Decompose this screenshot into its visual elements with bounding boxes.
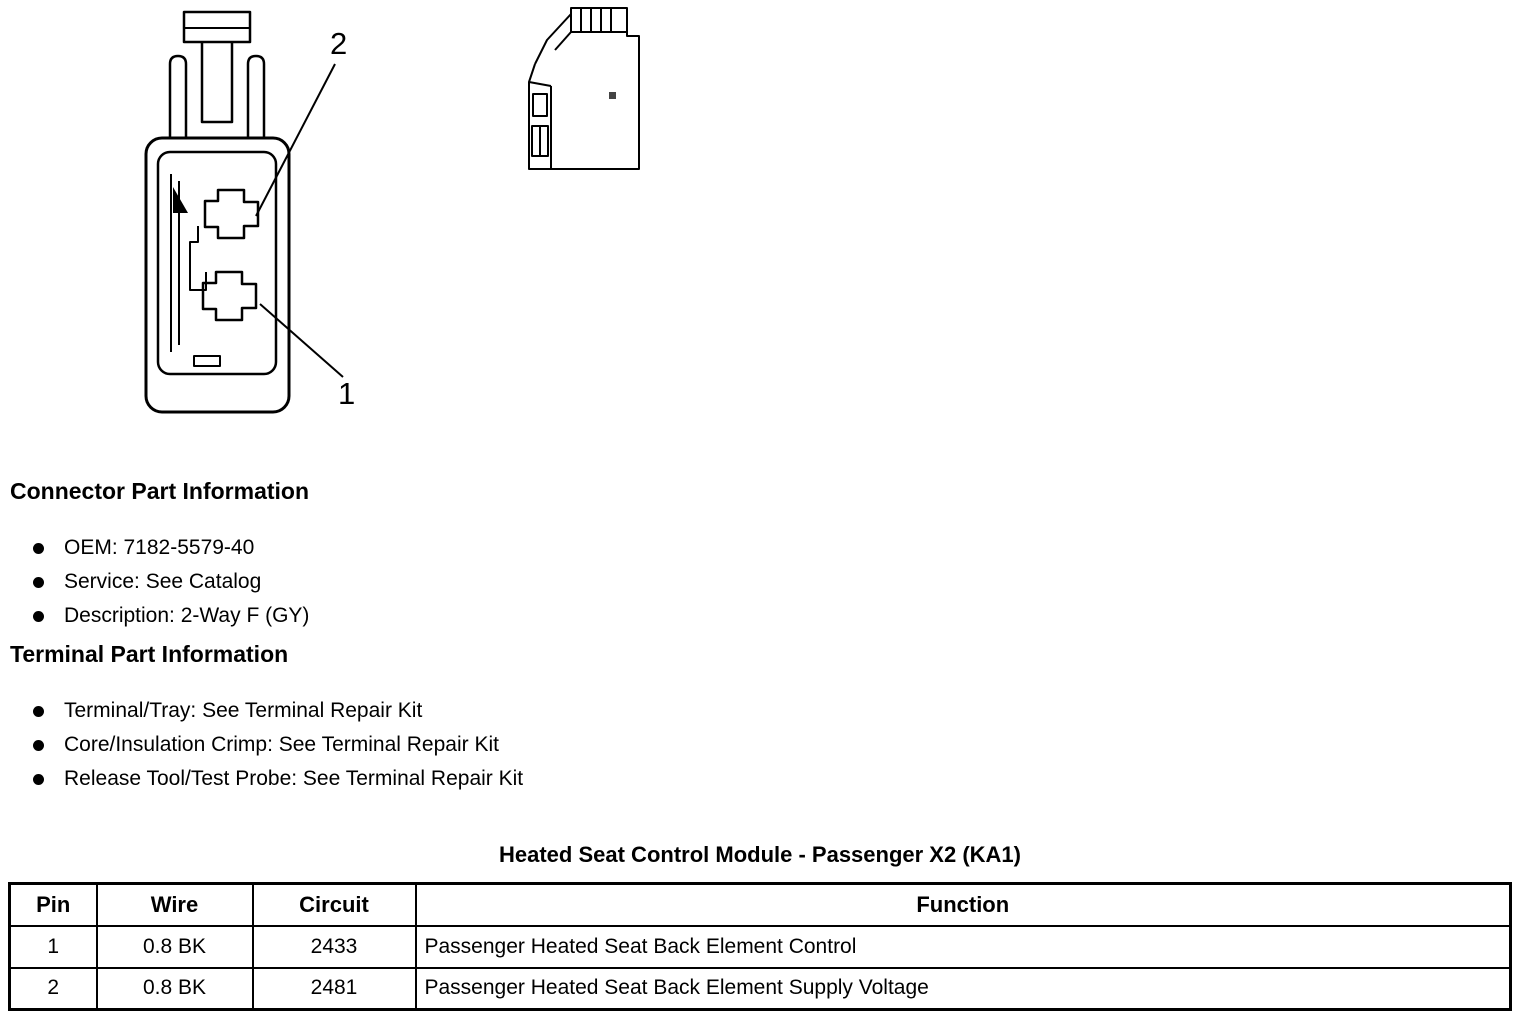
connector-diagram-svg: 2 1 xyxy=(144,7,640,414)
callout-2-label: 2 xyxy=(330,26,347,61)
list-item-service: Service: See Catalog xyxy=(0,565,1520,599)
pinout-table: Pin Wire Circuit Function 1 0.8 BK 2433 … xyxy=(8,882,1512,1011)
list-item-oem: OEM: 7182-5579-40 xyxy=(0,531,1520,565)
leader-line-callout-1 xyxy=(259,303,344,378)
connector-front-view-drawing xyxy=(144,10,291,414)
connector-side-view-drawing xyxy=(528,7,640,170)
table-header-row: Pin Wire Circuit Function xyxy=(8,882,1512,927)
cell-circuit: 2481 xyxy=(251,966,417,1011)
list-item-description: Description: 2-Way F (GY) xyxy=(0,599,1520,633)
callout-leader-lines xyxy=(255,63,344,378)
table-row: 1 0.8 BK 2433 Passenger Heated Seat Back… xyxy=(8,924,1512,969)
cell-circuit: 2433 xyxy=(251,924,417,969)
list-item-terminal-tray: Terminal/Tray: See Terminal Repair Kit xyxy=(0,694,1520,728)
terminal-part-info-list: Terminal/Tray: See Terminal Repair Kit C… xyxy=(0,694,1520,796)
leader-line-callout-2 xyxy=(255,63,336,217)
cell-pin: 1 xyxy=(8,924,98,969)
list-item-release-tool-test-probe: Release Tool/Test Probe: See Terminal Re… xyxy=(0,762,1520,796)
connector-part-info-heading: Connector Part Information xyxy=(10,478,310,504)
pinout-table-title: Heated Seat Control Module - Passenger X… xyxy=(499,842,1021,867)
list-item-core-insulation-crimp: Core/Insulation Crimp: See Terminal Repa… xyxy=(0,728,1520,762)
cell-function: Passenger Heated Seat Back Element Suppl… xyxy=(414,966,1512,1011)
header-function: Function xyxy=(414,882,1512,927)
header-circuit: Circuit xyxy=(251,882,417,927)
header-wire: Wire xyxy=(95,882,254,927)
callout-1-label: 1 xyxy=(338,376,355,411)
cell-function: Passenger Heated Seat Back Element Contr… xyxy=(414,924,1512,969)
connector-part-info-list: OEM: 7182-5579-40 Service: See Catalog D… xyxy=(0,531,1520,633)
cell-wire: 0.8 BK xyxy=(95,966,254,1011)
cell-pin: 2 xyxy=(8,966,98,1011)
cell-wire: 0.8 BK xyxy=(95,924,254,969)
header-pin: Pin xyxy=(8,882,98,927)
terminal-part-info-heading: Terminal Part Information xyxy=(10,641,289,667)
table-row: 2 0.8 BK 2481 Passenger Heated Seat Back… xyxy=(8,966,1512,1011)
connector-diagrams: 2 1 xyxy=(0,0,1520,478)
